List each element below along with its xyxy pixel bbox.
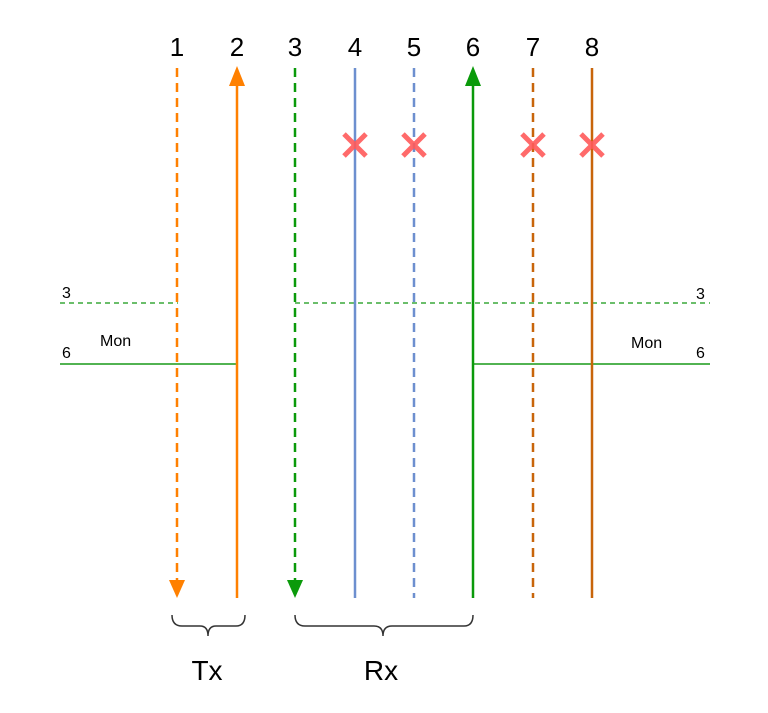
pin-3: 3 xyxy=(287,32,303,598)
rx-label: Rx xyxy=(364,655,398,686)
arrow-up-icon xyxy=(229,66,245,86)
right-pin6-label: 6 xyxy=(696,345,705,362)
x-mark-icon xyxy=(342,132,368,158)
pin-number-label: 3 xyxy=(288,32,302,62)
pin-number-label: 5 xyxy=(407,32,421,62)
pin-5: 5 xyxy=(401,32,427,598)
pin-8: 8 xyxy=(579,32,605,598)
right-mon-label: Mon xyxy=(631,335,662,352)
tx-label: Tx xyxy=(191,655,222,686)
pin-number-label: 4 xyxy=(348,32,362,62)
pin-number-label: 6 xyxy=(466,32,480,62)
pin-4: 4 xyxy=(342,32,368,598)
pin-1: 1 xyxy=(169,32,185,598)
pin-number-label: 7 xyxy=(526,32,540,62)
tx-brace xyxy=(171,614,246,637)
pin-number-label: 2 xyxy=(230,32,244,62)
pin-2: 2 xyxy=(229,32,245,598)
right-pin3-label: 3 xyxy=(696,286,705,303)
pin-7: 7 xyxy=(520,32,546,598)
x-mark-icon xyxy=(520,132,546,158)
arrow-down-icon xyxy=(169,580,185,598)
monitor-lines: 3 6 Mon 3 6 Mon xyxy=(60,285,710,365)
pin-6: 6 xyxy=(465,32,481,598)
arrow-down-icon xyxy=(287,580,303,598)
pin-number-label: 8 xyxy=(585,32,599,62)
rx-brace xyxy=(294,614,474,637)
x-mark-icon xyxy=(579,132,605,158)
arrow-up-icon xyxy=(465,66,481,86)
x-mark-icon xyxy=(401,132,427,158)
left-pin6-label: 6 xyxy=(62,345,71,362)
left-mon-label: Mon xyxy=(100,333,131,350)
left-pin3-label: 3 xyxy=(62,285,71,302)
pin-number-label: 1 xyxy=(170,32,184,62)
